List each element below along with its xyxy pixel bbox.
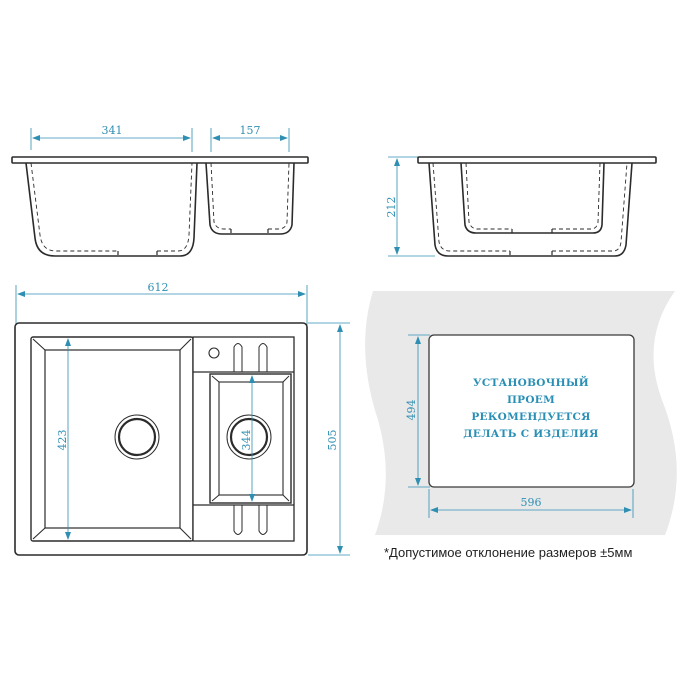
side-profile-view: 212 bbox=[385, 156, 657, 257]
cutout-view: 494 596 Установочный проем рекомендуется… bbox=[365, 291, 677, 535]
front-section-view: 341 157 bbox=[11, 124, 309, 257]
top-plan-view: 612 505 423 bbox=[14, 281, 350, 556]
dim-overall-height: 505 bbox=[326, 430, 339, 451]
dim-large-bowl-width: 341 bbox=[102, 124, 123, 137]
dim-depth: 212 bbox=[385, 197, 398, 218]
dim-cutout-height: 494 bbox=[405, 400, 418, 421]
dim-large-bowl-height: 423 bbox=[56, 430, 69, 451]
dim-overall-width: 612 bbox=[148, 281, 169, 294]
cutout-label-line-1: Установочный bbox=[473, 374, 589, 389]
dim-small-bowl-width: 157 bbox=[240, 124, 261, 137]
dim-small-bowl-height: 344 bbox=[240, 430, 253, 451]
dim-cutout-width: 596 bbox=[521, 496, 542, 509]
cutout-label-line-2: проем bbox=[507, 394, 555, 406]
cutout-label-line-4: делать с изделия bbox=[463, 428, 598, 440]
cutout-label-line-3: рекомендуется bbox=[471, 411, 590, 423]
tolerance-footnote: *Допустимое отклонение размеров ±5мм bbox=[384, 545, 633, 560]
